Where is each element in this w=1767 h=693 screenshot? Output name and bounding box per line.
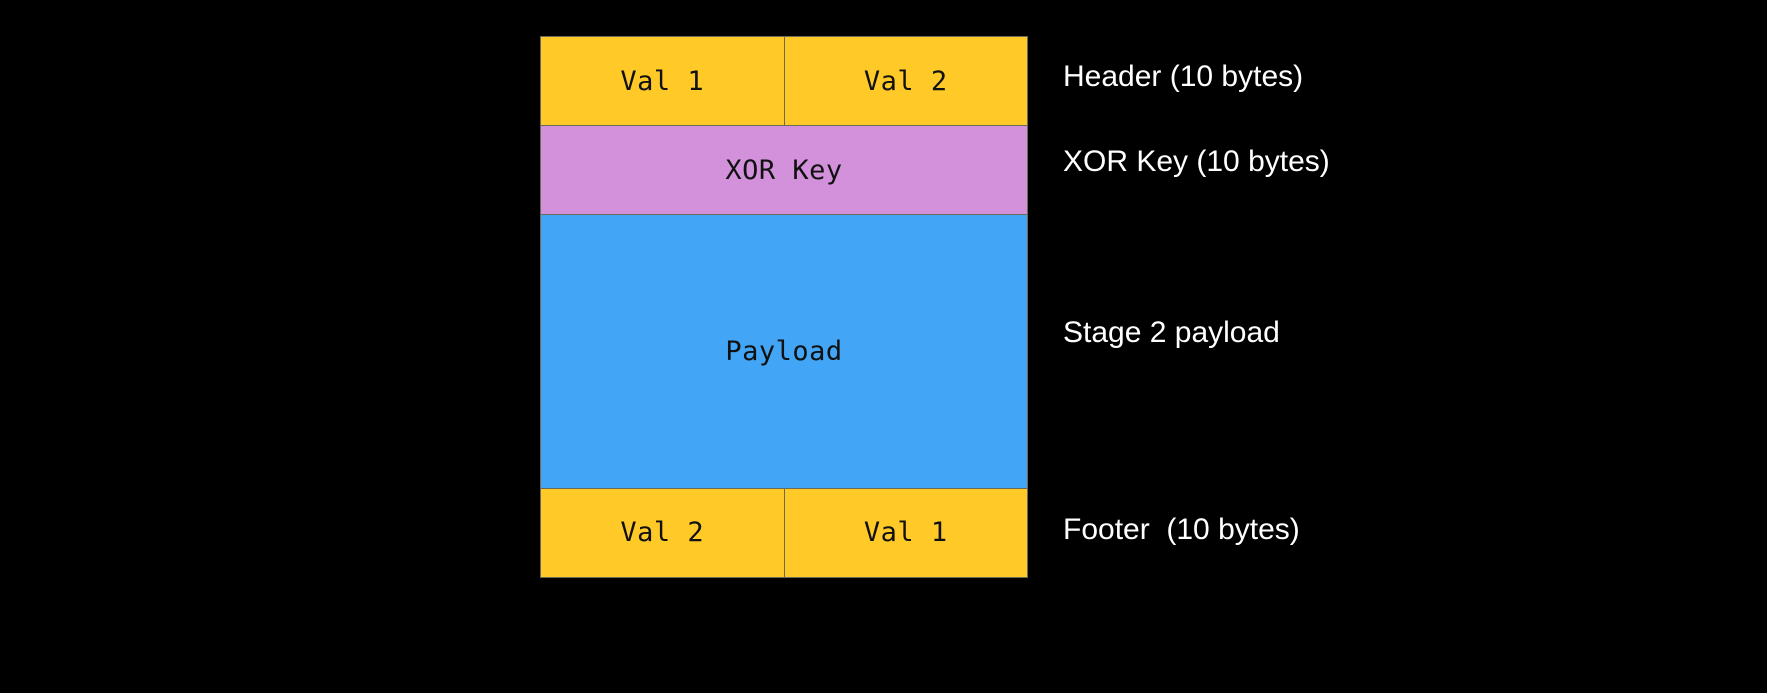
xor-key-cell-label: XOR Key [725, 154, 843, 186]
annotation-footer: Footer (10 bytes) [1063, 513, 1300, 546]
footer-cell-val-1: Val 1 [783, 488, 1028, 577]
annotation-payload: Stage 2 payload [1063, 316, 1280, 349]
packet-row-header: Val 1 Val 2 [540, 36, 1028, 127]
packet-row-payload: Payload [540, 214, 1028, 489]
annotation-xor-key: XOR Key (10 bytes) [1063, 145, 1330, 178]
payload-cell-label: Payload [725, 336, 843, 368]
footer-cell-val-2: Val 2 [620, 517, 705, 549]
packet-row-xor-key: XOR Key [540, 125, 1028, 216]
header-cell-val-1: Val 1 [620, 65, 705, 97]
packet-row-footer: Val 2 Val 1 [540, 487, 1028, 578]
annotation-header: Header (10 bytes) [1063, 60, 1304, 93]
packet-structure-diagram: Val 1 Val 2 XOR Key Payload Val 2 Val 1 [540, 36, 1028, 578]
header-cell-val-2: Val 2 [783, 37, 1028, 126]
